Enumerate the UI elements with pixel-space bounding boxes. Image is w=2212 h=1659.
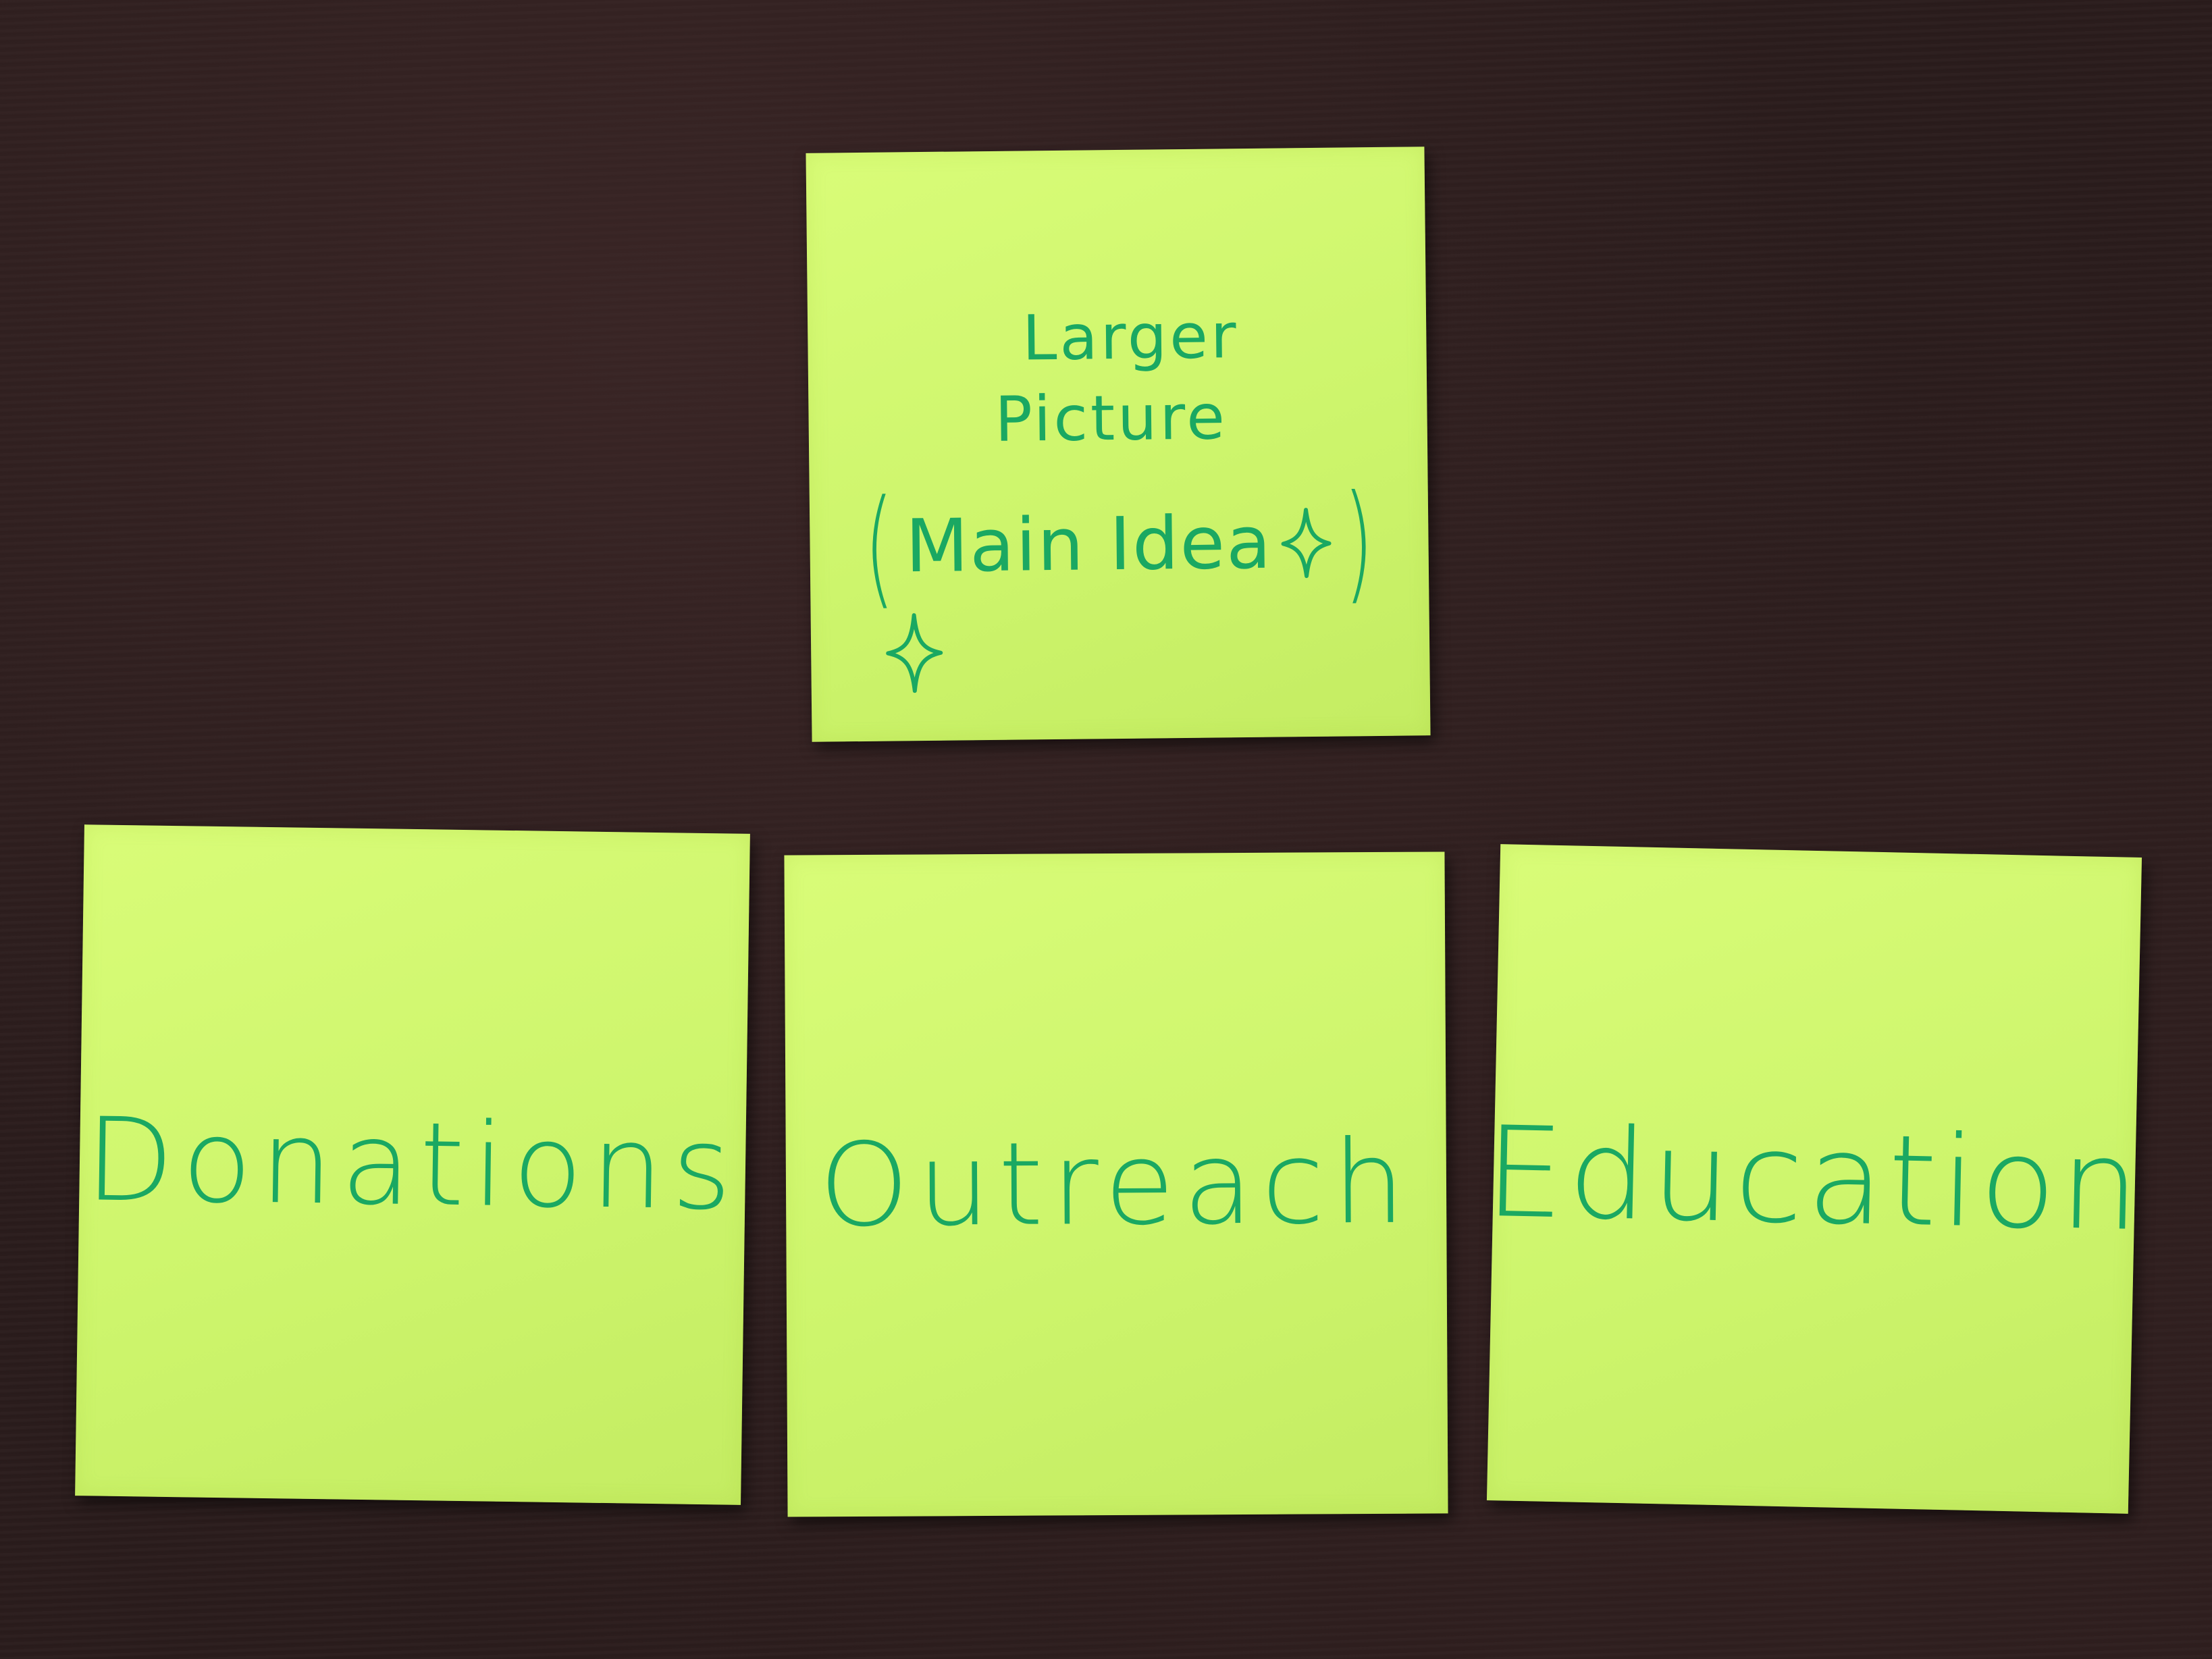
note-text-larger: Larger [1022,300,1240,375]
close-paren: ) [1342,467,1375,617]
note-text-outreach: Outreach [818,1115,1414,1253]
note-text-donations: Donations [84,1093,741,1236]
sticky-note-outreach: Outreach [784,851,1448,1517]
note-text-picture: Picture [994,381,1228,456]
note-text-main-idea: Main Idea [905,500,1273,589]
note-text-main-idea-row: ( Main Idea ) [853,467,1385,622]
sticky-note-education: Education [1483,844,2145,1514]
open-paren: ( [863,472,896,622]
sparkle-icon [1281,508,1332,579]
note-text-education: Education [1483,1099,2145,1259]
sticky-note-donations: Donations [75,824,750,1505]
sparkle-icon [886,613,943,693]
sticky-note-main-idea: Larger Picture ( Main Idea ) [806,147,1431,742]
